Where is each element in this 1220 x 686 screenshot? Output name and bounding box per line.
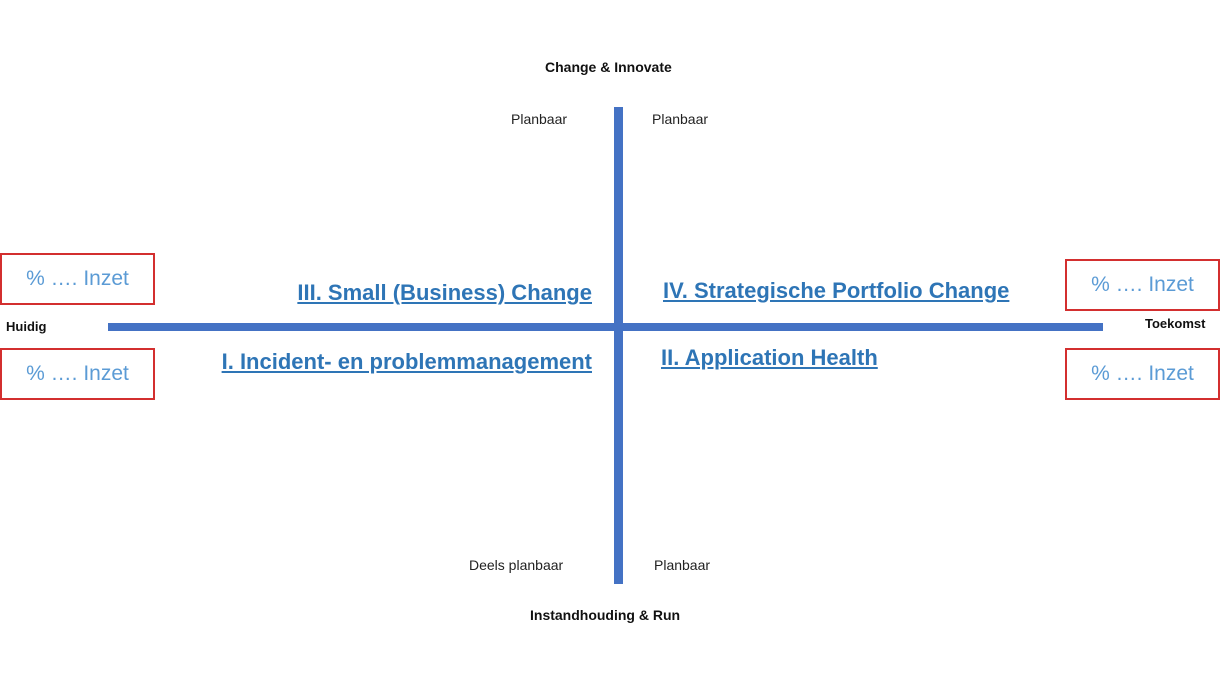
axis-title-top: Change & Innovate (545, 59, 672, 75)
corner-label-top-left: Planbaar (511, 111, 568, 127)
inzet-box-text: % …. Inzet (26, 362, 129, 385)
horizontal-axis (108, 323, 1103, 331)
vertical-axis (614, 107, 623, 584)
inzet-box-left-top: % …. Inzet (0, 253, 155, 305)
inzet-box-text: % …. Inzet (1091, 362, 1194, 385)
corner-label-top-right: Planbaar (652, 111, 709, 127)
inzet-box-right-bottom: % …. Inzet (1065, 348, 1220, 400)
inzet-box-text: % …. Inzet (26, 267, 129, 290)
inzet-box-text: % …. Inzet (1091, 273, 1194, 296)
axis-title-bottom: Instandhouding & Run (530, 607, 681, 623)
inzet-box-right-top: % …. Inzet (1065, 259, 1220, 311)
quadrant-iii-link[interactable]: III. Small (Business) Change (297, 280, 592, 305)
inzet-box-left-bottom: % …. Inzet (0, 348, 155, 400)
corner-label-bottom-right: Planbaar (654, 557, 711, 573)
quadrant-iv-link[interactable]: IV. Strategische Portfolio Change (663, 278, 1010, 303)
quadrant-i-link[interactable]: I. Incident- en problemmanagement (221, 349, 592, 374)
quadrant-ii-link[interactable]: II. Application Health (661, 345, 878, 370)
axis-label-right: Toekomst (1145, 316, 1206, 331)
axis-label-left: Huidig (6, 319, 47, 334)
corner-label-bottom-left: Deels planbaar (469, 557, 564, 573)
